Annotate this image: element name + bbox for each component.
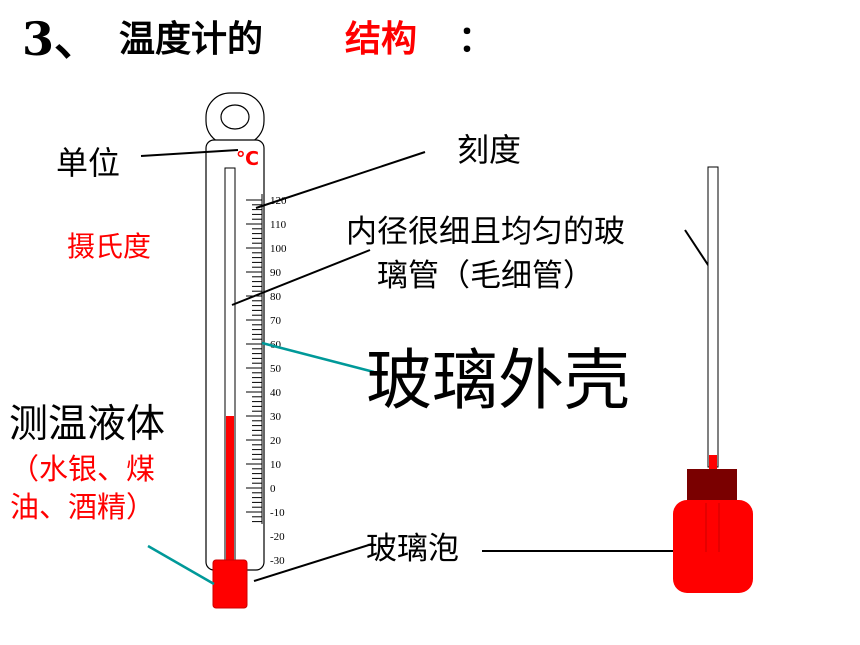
label-liquid-types-line2: 油、酒精） — [10, 490, 156, 524]
leader-bulb-left — [253, 543, 373, 582]
scale-tick-labels: 1201101009080706050403020100-10-20-30 — [270, 195, 287, 567]
leader-unit — [140, 149, 239, 157]
label-capillary-line1: 内径很细且均匀的玻 — [346, 214, 625, 250]
label-unit: 单位 — [56, 144, 121, 182]
leader-liquid — [147, 544, 215, 586]
tick-label: -10 — [270, 507, 285, 519]
leader-capillary — [231, 249, 371, 306]
tick-label: 100 — [270, 243, 287, 255]
tick-label: -20 — [270, 531, 285, 543]
label-scale: 刻度 — [457, 131, 522, 169]
tick-label: 110 — [270, 219, 287, 231]
leader-scale — [255, 151, 426, 209]
tick-label: -30 — [270, 555, 285, 567]
label-celsius: 摄氏度 — [67, 230, 152, 263]
tick-label: 30 — [270, 411, 282, 423]
label-capillary-line2: 璃管（毛细管） — [377, 258, 594, 294]
title-number: 3、 — [22, 12, 101, 66]
label-liquid-types-line1: （水银、煤 — [10, 452, 156, 486]
title-colon: ： — [458, 19, 495, 60]
left-bulb — [212, 559, 248, 609]
label-bulb: 玻璃泡 — [366, 531, 459, 567]
label-liquid: 测温液体 — [9, 402, 166, 447]
right-bulb — [673, 500, 753, 593]
leader-shell — [261, 341, 375, 374]
right-liquid — [709, 455, 717, 469]
right-neck — [687, 469, 737, 503]
tick-label: 10 — [270, 459, 282, 471]
right-tube — [707, 166, 719, 468]
title-keyword: 结构 — [345, 19, 418, 60]
tick-label: 20 — [270, 435, 282, 447]
ring-hole — [220, 104, 250, 130]
liquid-column — [226, 416, 234, 568]
tick-label: 90 — [270, 267, 282, 279]
label-shell: 玻璃外壳 — [366, 342, 630, 419]
tick-label: 80 — [270, 291, 282, 303]
title-text: 温度计的 — [119, 19, 264, 60]
unit-symbol: ℃ — [236, 148, 260, 170]
tick-label: 40 — [270, 387, 282, 399]
tick-label: 0 — [270, 483, 276, 495]
tick-label: 50 — [270, 363, 282, 375]
tick-label: 70 — [270, 315, 282, 327]
tick-label: 60 — [270, 339, 282, 351]
